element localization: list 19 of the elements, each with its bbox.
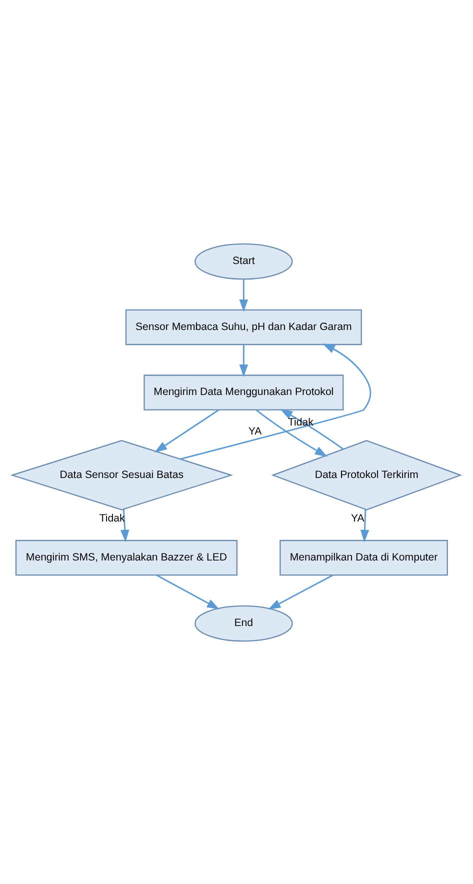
arrow	[239, 278, 248, 312]
node-box: Menampilkan Data di Komputer	[280, 539, 448, 576]
arrow	[120, 508, 130, 542]
node-ellipse: End	[194, 604, 293, 642]
node-ellipse: Start	[194, 242, 293, 280]
arrow	[268, 574, 334, 610]
arrow	[156, 574, 220, 609]
node-box: Mengirim SMS, Menyalakan Bazzer & LED	[15, 539, 238, 576]
node-box: Mengirim Data Menggunakan Protokol	[144, 374, 344, 410]
edge-label: YA	[351, 512, 364, 524]
arrow	[154, 408, 220, 452]
node-diamond: Data Protokol Terkirim	[271, 439, 462, 510]
arrow	[180, 343, 372, 460]
arrow	[280, 408, 344, 450]
arrow	[360, 508, 370, 542]
node-box: Sensor Membaca Suhu, pH dan Kadar Garam	[125, 308, 362, 345]
edge-label: YA	[248, 425, 262, 438]
arrow	[256, 408, 328, 456]
arrow	[239, 344, 248, 376]
